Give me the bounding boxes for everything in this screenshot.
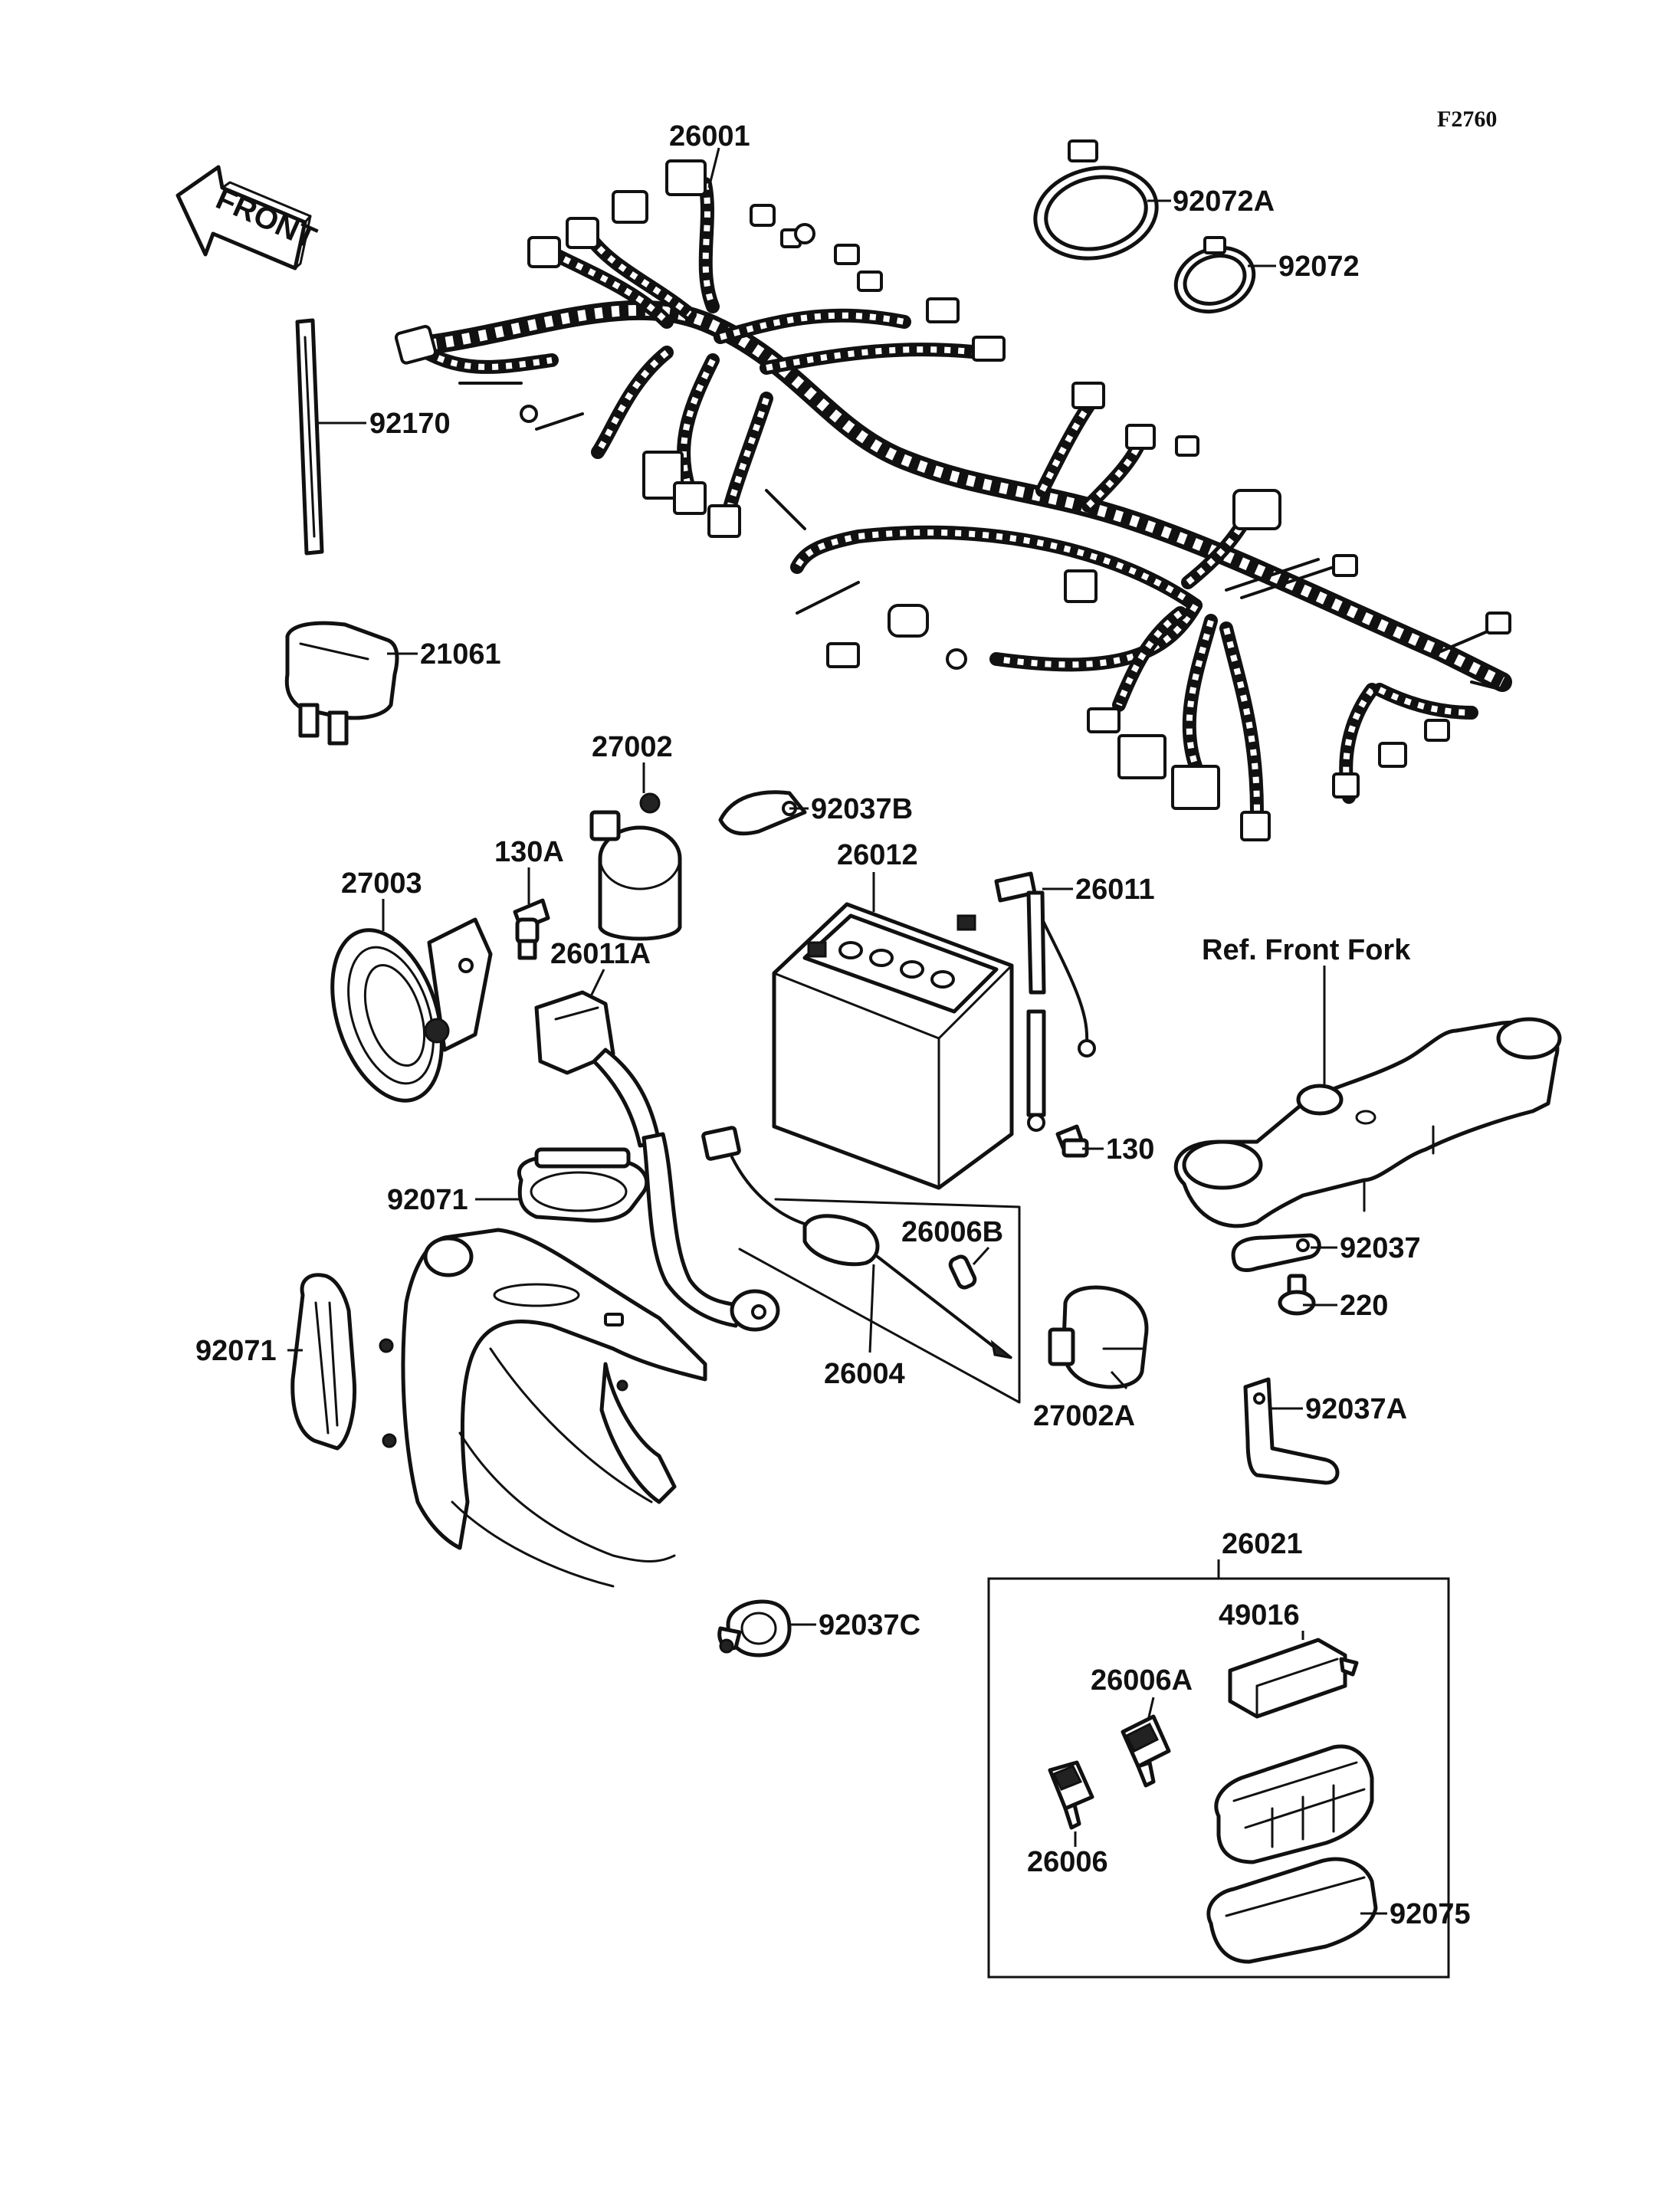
bolt-130A	[513, 898, 550, 960]
wire-harness-26001	[394, 159, 1512, 841]
part-labels: 26001 92072A 92072 92170 21061 27002 920…	[195, 120, 1471, 1930]
part-label-92071-top: 92071	[387, 1184, 468, 1216]
part-label-27002: 27002	[592, 731, 673, 763]
band-92072A	[1033, 139, 1159, 261]
part-label-49016: 49016	[1219, 1599, 1300, 1631]
part-label-92037C: 92037C	[819, 1609, 920, 1641]
fuse-26006A	[1121, 1714, 1171, 1788]
horn-27003	[330, 917, 493, 1103]
bolt-130	[1055, 1124, 1089, 1158]
part-label-92170: 92170	[369, 408, 451, 440]
part-label-92071-side: 92071	[195, 1335, 277, 1367]
rubber-cover-92071-side	[290, 1273, 357, 1451]
band-92072	[1173, 236, 1256, 314]
part-label-26011A: 26011A	[550, 938, 651, 970]
front-arrow-icon: FRONT	[176, 165, 321, 271]
part-label-26011: 26011	[1075, 874, 1155, 906]
holder-92075	[1206, 1857, 1378, 1964]
figure-code: F2760	[1437, 107, 1497, 132]
rubber-cover-92071-top	[517, 1147, 649, 1223]
part-label-92072: 92072	[1278, 251, 1360, 283]
clamp-92037	[1231, 1233, 1321, 1272]
part-label-26004: 26004	[824, 1358, 905, 1390]
part-label-130: 130	[1106, 1133, 1154, 1166]
reference-note: Ref. Front Fork	[1202, 934, 1411, 966]
part-label-130A: 130A	[494, 836, 564, 868]
frame-section	[379, 1228, 707, 1588]
part-label-92072A: 92072A	[1173, 185, 1275, 218]
part-label-92037B: 92037B	[811, 793, 913, 825]
part-label-27002A: 27002A	[1033, 1400, 1135, 1432]
part-label-26006: 26006	[1027, 1846, 1108, 1878]
part-label-26001: 26001	[669, 120, 750, 152]
relay-27002	[589, 792, 682, 941]
group-box-label: 26021	[1222, 1528, 1303, 1560]
fuse-box-group	[987, 1559, 1450, 1979]
strap-92170	[295, 318, 324, 556]
part-label-92037: 92037	[1340, 1232, 1421, 1264]
fuse-box-body	[1214, 1744, 1374, 1864]
clamp-92037C	[717, 1599, 792, 1658]
lead-26011A	[534, 990, 780, 1332]
part-label-220: 220	[1340, 1290, 1388, 1322]
relay-27002A	[1048, 1285, 1149, 1389]
part-label-92075: 92075	[1390, 1898, 1471, 1930]
screw-220	[1278, 1274, 1316, 1316]
lead-26004	[701, 1126, 1021, 1404]
part-label-26012: 26012	[837, 839, 918, 871]
relay-21061	[284, 621, 399, 746]
clamp-92037A	[1243, 1377, 1340, 1485]
part-label-92037A: 92037A	[1305, 1393, 1407, 1425]
fuse-box-cover-49016	[1228, 1638, 1359, 1719]
leader-lines	[287, 147, 1387, 1915]
battery-26012	[772, 902, 1014, 1190]
part-label-26006A: 26006A	[1091, 1664, 1193, 1697]
front-fork-reference	[1173, 1017, 1562, 1228]
fuse-26006B	[948, 1254, 977, 1290]
fuse-26006	[1048, 1760, 1094, 1830]
lead-26011	[994, 871, 1096, 1132]
clamp-92037B	[718, 790, 807, 836]
part-label-26006B: 26006B	[901, 1216, 1003, 1248]
part-label-21061: 21061	[420, 638, 501, 671]
part-label-27003: 27003	[341, 867, 422, 900]
